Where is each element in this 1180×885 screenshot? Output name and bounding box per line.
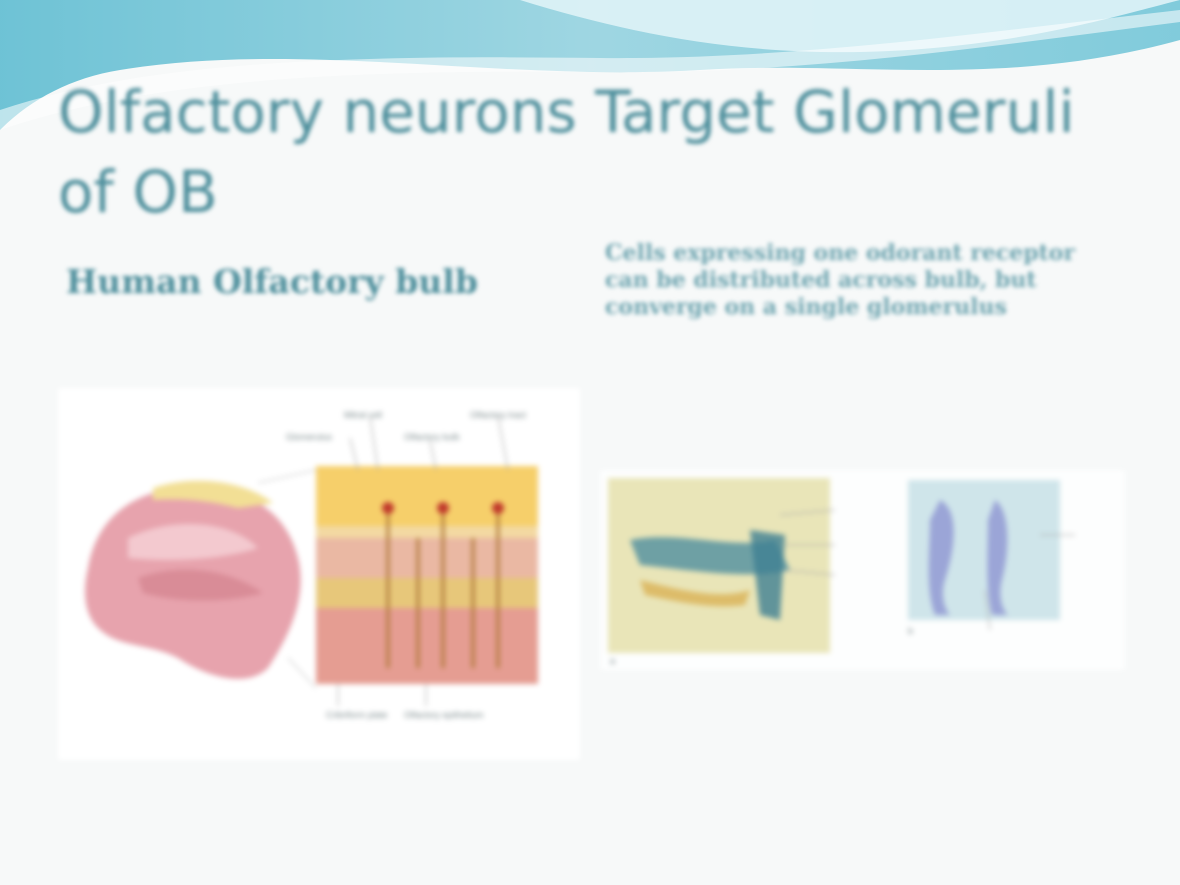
convergence-panels-drawing (608, 478, 1075, 653)
label-olfactory-epithelium: Olfactory epithelium (404, 710, 484, 720)
header-wave-decoration (0, 0, 1180, 130)
panel-a-letter: a (610, 656, 616, 666)
panel-b-letter: b (908, 626, 914, 636)
label-cribriform-plate: Cribriform plate (326, 710, 388, 720)
receptor-convergence-figure: a b (600, 470, 1125, 670)
label-mitral-cell: Mitral cell (344, 410, 383, 420)
figure-caption: Cells expressing one odorant receptor ca… (605, 240, 1076, 320)
label-glomerulus: Glomerulus (286, 432, 333, 442)
olfactory-bulb-illustration: Glomerulus Mitral cell Olfactory bulb Ol… (58, 388, 580, 760)
nasal-cavity-drawing (85, 415, 538, 706)
label-olfactory-tract: Olfactory tract (470, 410, 527, 420)
label-olfactory-bulb: Olfactory bulb (404, 432, 460, 442)
slide-subtitle: Human Olfactory bulb (66, 262, 478, 301)
slide-title: Olfactory neurons Target Glomeruli of OB (58, 78, 1075, 226)
